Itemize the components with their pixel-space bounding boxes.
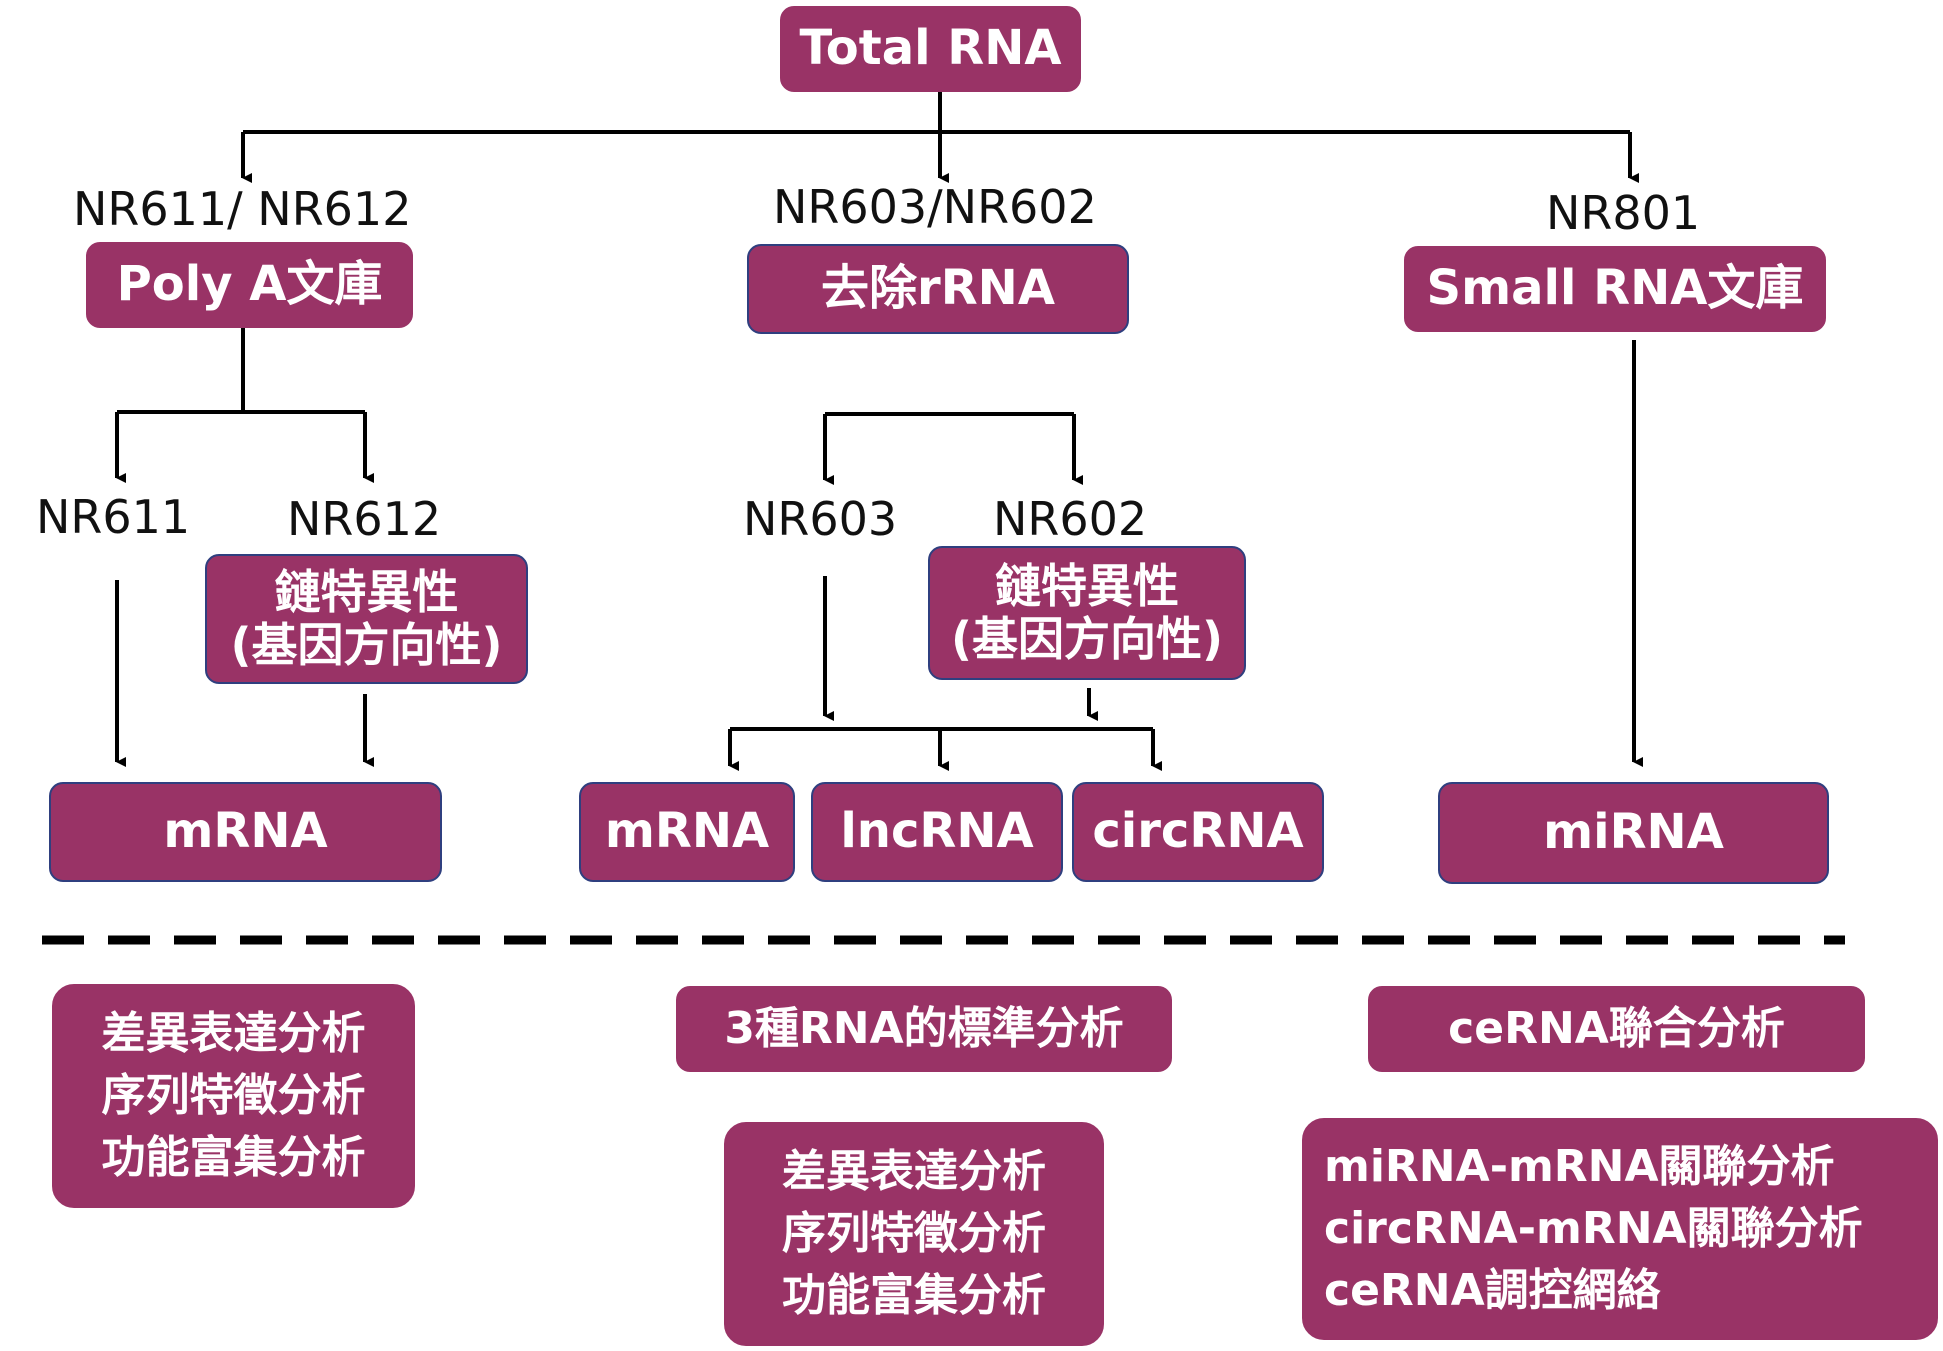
strand-subtitle: (基因方向性) [230, 618, 503, 672]
poly-a-library-box: Poly A文庫 [86, 242, 413, 328]
analysis-item: 序列特徵分析 [101, 1070, 366, 1121]
small-rna-library-box: Small RNA文庫 [1404, 246, 1826, 332]
left-strand-specific-box: 鏈特異性 (基因方向性) [205, 554, 528, 684]
strand-title: 鏈特異性 [274, 565, 459, 620]
analysis-item: circRNA-mRNA關聯分析 [1324, 1203, 1863, 1254]
analysis-item: ceRNA調控網絡 [1324, 1265, 1661, 1316]
nr612-label: NR612 [287, 492, 442, 546]
middle-mrna-box: mRNA [579, 782, 795, 882]
right-analysis-title-box: ceRNA聯合分析 [1368, 986, 1865, 1072]
analysis-item: 功能富集分析 [101, 1132, 366, 1183]
analysis-item: 差異表達分析 [782, 1146, 1046, 1197]
middle-strand-specific-box: 鏈特異性 (基因方向性) [928, 546, 1246, 680]
nr603-label: NR603 [743, 492, 898, 546]
left-mrna-box: mRNA [49, 782, 442, 882]
right-branch-code: NR801 [1546, 186, 1701, 240]
analysis-item: 序列特徵分析 [782, 1208, 1046, 1259]
left-analysis-box: 差異表達分析 序列特徵分析 功能富集分析 [52, 984, 415, 1208]
nr602-label: NR602 [993, 492, 1148, 546]
rrna-depletion-box: 去除rRNA [747, 244, 1129, 334]
middle-analysis-box: 差異表達分析 序列特徵分析 功能富集分析 [724, 1122, 1104, 1346]
strand-title: 鏈特異性 [995, 559, 1179, 614]
strand-subtitle: (基因方向性) [950, 612, 1224, 666]
analysis-item: miRNA-mRNA關聯分析 [1324, 1141, 1835, 1192]
middle-analysis-title-box: 3種RNA的標準分析 [676, 986, 1172, 1072]
middle-branch-code: NR603/NR602 [773, 180, 1097, 234]
right-analysis-box: miRNA-mRNA關聯分析 circRNA-mRNA關聯分析 ceRNA調控網… [1302, 1118, 1938, 1340]
lncrna-box: lncRNA [811, 782, 1063, 882]
circrna-box: circRNA [1072, 782, 1324, 882]
left-branch-code: NR611/ NR612 [73, 182, 412, 236]
analysis-item: 差異表達分析 [101, 1008, 366, 1059]
mirna-box: miRNA [1438, 782, 1829, 884]
analysis-item: 功能富集分析 [782, 1270, 1046, 1321]
nr611-label: NR611 [36, 490, 191, 544]
total-rna-box: Total RNA [780, 6, 1081, 92]
